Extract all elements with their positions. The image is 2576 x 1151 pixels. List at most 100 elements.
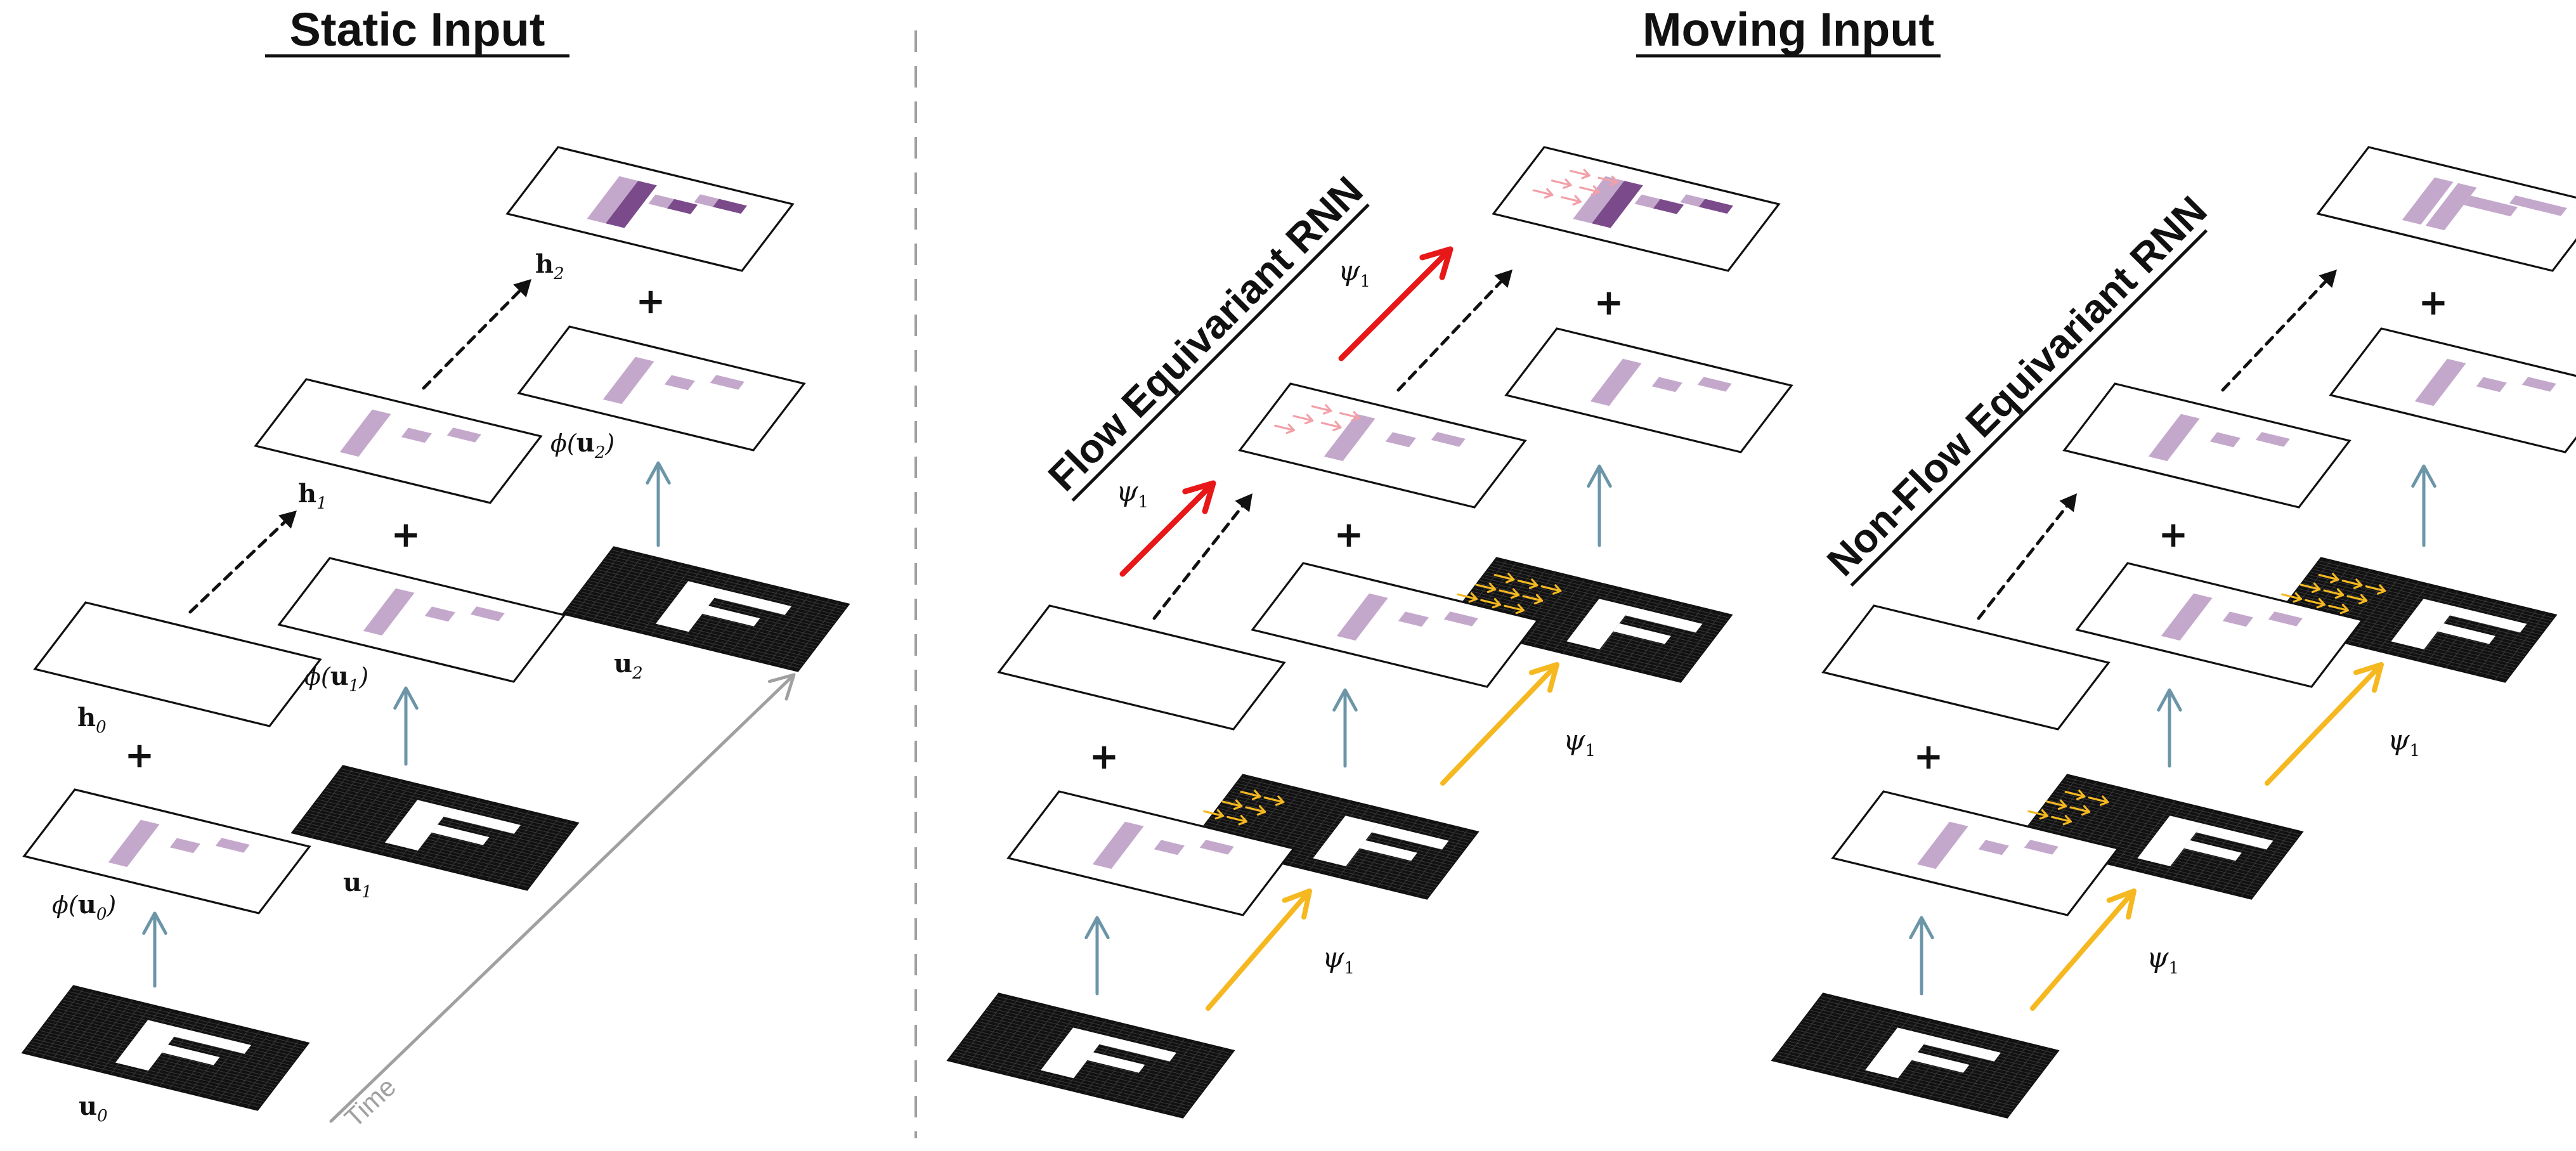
grid-line — [1987, 1046, 2039, 1113]
phi-u1-panel-feat-arm-top — [470, 606, 505, 621]
nonflow-arrow-shift-12 — [2265, 662, 2384, 786]
arrow-head — [2039, 809, 2048, 820]
arrow-head — [2311, 582, 2321, 594]
grid-line — [497, 816, 549, 883]
nonflow-input-2-flow-arrow — [2281, 592, 2302, 603]
flow-phi-0-feat-stem — [1092, 821, 1144, 869]
nonflow-psi-input-12: ψ1 — [2388, 724, 2420, 760]
flow-input-1-glyph-stem — [1313, 816, 1379, 866]
label-u2-sub: 2 — [632, 664, 643, 683]
label-u0-base: u — [79, 1091, 97, 1121]
arrow-head — [1572, 195, 1582, 205]
grid-line — [950, 1057, 1185, 1115]
flow-phi-2-frame — [1504, 327, 1793, 453]
label-h1-base: h — [298, 479, 316, 509]
arrow-shaft — [1493, 574, 1515, 581]
flow-hidden-2-frame — [1492, 146, 1781, 272]
label-phi-u0-sub: 0 — [96, 905, 107, 924]
grid-line — [1173, 1048, 1224, 1115]
flow-recur-12-shaft — [1396, 278, 1504, 392]
input-u0-glyph-stem — [115, 1020, 181, 1071]
arrow-shaft — [1292, 415, 1314, 422]
phi-u2-panel — [517, 325, 806, 452]
nonflow-plus-1: + — [2159, 514, 2189, 556]
nonflow-input-2-flow-arrow — [2365, 584, 2386, 595]
input-u2-glyph-mid — [702, 606, 760, 627]
grid-line — [1660, 610, 1712, 677]
flow-phi-1-feat-arm-middle — [1398, 611, 1429, 627]
phi-u0-panel-frame — [22, 788, 311, 914]
nonflow-encode-2 — [2411, 464, 2436, 547]
arrow-shaft — [1540, 585, 1562, 592]
arrow-encode-u0-head — [142, 911, 167, 935]
arrow-head — [1256, 805, 1266, 816]
arrow-head — [2329, 573, 2339, 583]
flow-input-0 — [946, 992, 1235, 1119]
arrow-head — [1285, 423, 1296, 434]
flow-psi-hidden-01: ψ1 — [1116, 476, 1148, 512]
arrow-encode-u0 — [142, 911, 167, 988]
flow-psi-hidden-12-base: ψ — [1338, 255, 1360, 287]
grid-line — [301, 821, 536, 879]
label-h1-sub: 1 — [316, 494, 327, 513]
grid-line — [1397, 824, 1449, 892]
arrow-shaft — [2064, 791, 2086, 798]
nonflow-arrow-shift-01-shaft — [2030, 889, 2136, 1011]
flow-psi-hidden-01-base: ψ — [1116, 476, 1138, 508]
flow-input-2-flow — [1457, 573, 1562, 615]
arrow-shaft — [2281, 593, 2302, 601]
flow-hidden-2-flow-arrow — [1532, 188, 1554, 199]
arrow-head — [1214, 809, 1225, 820]
flow-phi-0 — [1006, 790, 1296, 916]
flow-encode-1 — [1332, 688, 1358, 768]
nonflow-encode-1 — [2157, 688, 2182, 768]
nonflow-recur-01-shaft — [1977, 504, 2069, 620]
arrow-head — [1505, 573, 1515, 583]
arrow-shaft — [1532, 189, 1554, 196]
nonflow-hidden-0 — [1821, 604, 2111, 731]
flow-encode-0-head — [1084, 916, 1110, 940]
flow-hidden-1-flow-arrow — [1311, 404, 1332, 415]
arrow-head — [2316, 597, 2326, 609]
flow-input-2-flow-arrow — [1504, 603, 1525, 615]
flow-input-2-glyph-stem — [1566, 599, 1632, 649]
input-u0 — [21, 985, 310, 1111]
nonflow-input-2-flow-arrow — [2341, 578, 2363, 589]
arrow-shaft — [1320, 422, 1342, 429]
grid-line — [27, 1046, 262, 1105]
nonflow-phi-0-feat-stem — [1916, 821, 1968, 869]
flow-hidden-0-frame — [997, 604, 1286, 731]
flow-input-2-flow-arrow — [1522, 594, 1544, 605]
arrow-shaft — [2027, 810, 2048, 817]
grid-line — [2475, 608, 2527, 675]
arrow-head — [1492, 597, 1501, 609]
arrow-shaft — [2069, 806, 2091, 813]
arrow-head — [1581, 169, 1590, 179]
flow-phi-2-feat-stem — [1590, 358, 1642, 406]
label-u2: u2 — [614, 649, 643, 683]
grid-line — [952, 1054, 1187, 1112]
nonflow-input-0-glyph-mid — [1911, 1052, 1970, 1073]
grid-line — [956, 1049, 1192, 1107]
label-h0-base: h — [77, 703, 96, 732]
arrow-head — [1552, 584, 1562, 595]
input-u2-glyph-top — [714, 589, 791, 615]
nonflow-encode-0-head — [1909, 916, 1934, 940]
nonflow-hidden-0-frame — [1821, 604, 2111, 731]
arrow-head — [1332, 420, 1342, 431]
model-title-nonflow-underline — [1850, 229, 2208, 587]
grid-line — [1776, 1054, 2012, 1112]
grid-line — [517, 820, 568, 888]
flow-psi-input-01-base: ψ — [1322, 942, 1344, 974]
nonflow-phi-2-feat-stem — [2414, 358, 2466, 406]
nonflow-phi-2-feat-arm-middle — [2476, 377, 2507, 393]
arrow-shaft — [2305, 599, 2326, 606]
arrow-head — [1544, 188, 1554, 199]
hidden-h1-feat-stem — [339, 409, 391, 457]
flow-psi-input-12-sub: 1 — [1585, 741, 1596, 760]
nonflow-recur-12 — [2221, 270, 2337, 392]
nonflow-hidden-2-feat-stem — [2402, 177, 2454, 225]
label-phi-u1-sub: 1 — [349, 677, 360, 696]
flow-input-2-flow-arrow — [1540, 584, 1562, 595]
arrow-shaft — [1339, 412, 1360, 419]
